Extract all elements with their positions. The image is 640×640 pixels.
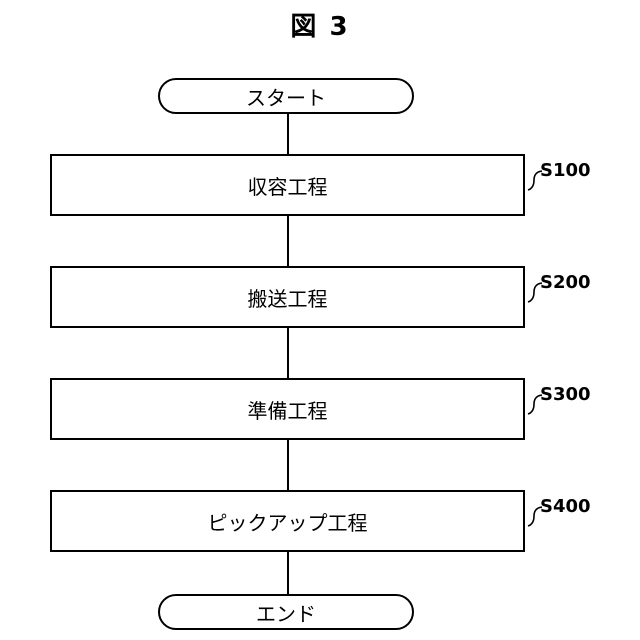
figure-title: 図 3 [0, 6, 640, 43]
connector-s300-s400 [287, 438, 289, 490]
step-id-s100: S100 [540, 160, 591, 181]
end-label: エンド [256, 598, 316, 627]
step-id-s400: S400 [540, 496, 591, 517]
process-box-s100: 収容工程 [50, 154, 525, 216]
step-id-s300: S300 [540, 384, 591, 405]
process-label-s300: 準備工程 [248, 395, 328, 424]
process-box-s400: ピックアップ工程 [50, 490, 525, 552]
start-label: スタート [246, 82, 326, 111]
connector-s200-s300 [287, 326, 289, 378]
end-terminator: エンド [158, 594, 414, 630]
start-terminator: スタート [158, 78, 414, 114]
connector-s100-s200 [287, 214, 289, 266]
process-box-s300: 準備工程 [50, 378, 525, 440]
process-label-s200: 搬送工程 [248, 283, 328, 312]
process-box-s200: 搬送工程 [50, 266, 525, 328]
process-label-s100: 収容工程 [248, 171, 328, 200]
connector-start-s100 [287, 114, 289, 154]
connector-s400-end [287, 550, 289, 594]
step-id-s200: S200 [540, 272, 591, 293]
process-label-s400: ピックアップ工程 [208, 507, 368, 536]
